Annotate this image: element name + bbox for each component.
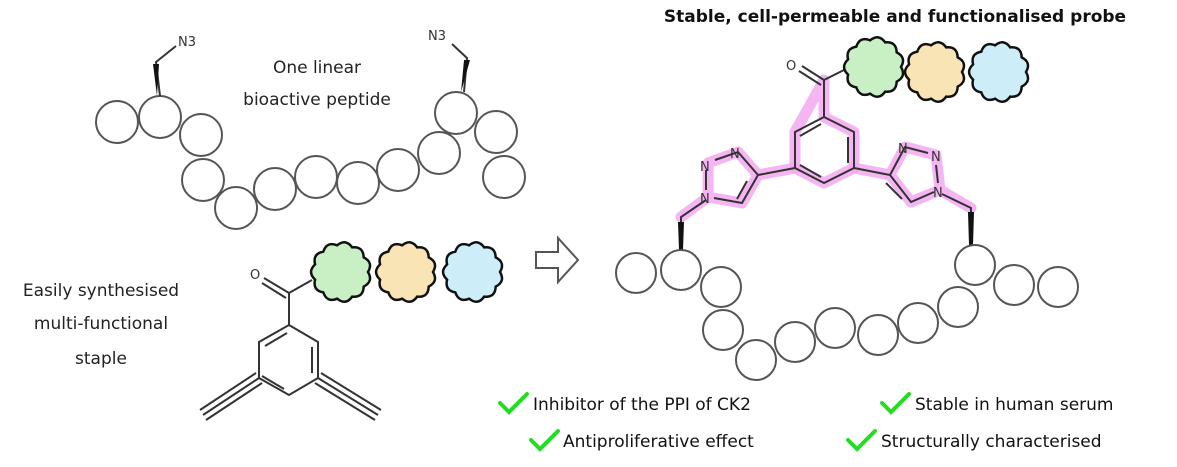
checklist-text: Stable in human serum — [915, 395, 1114, 415]
amino-acid-residue — [857, 314, 899, 356]
triazole-left-n2: N — [700, 160, 710, 175]
amino-acid-residue — [482, 155, 526, 199]
amino-acid-residue — [700, 266, 742, 308]
checklist: Inhibitor of the PPI of CK2 Stable in hu… — [498, 392, 1114, 452]
azide-label-left: N3 — [178, 35, 196, 50]
triazole-right-n1: N — [933, 186, 943, 201]
probe-functional-cargo — [842, 36, 1030, 103]
amino-acid-residue — [95, 100, 139, 144]
amino-acid-residue — [702, 309, 744, 351]
checklist-item: Stable in human serum — [880, 392, 1114, 415]
amino-acid-residue — [474, 110, 518, 154]
check-icon — [846, 429, 877, 452]
staple-functional-cargo — [309, 241, 504, 303]
amino-acid-residue — [993, 264, 1035, 306]
peptide-label-line1: One linear — [273, 58, 361, 78]
right-azide-arm: N3 — [428, 29, 470, 93]
check-icon — [529, 429, 560, 452]
functional-module-blob — [374, 241, 437, 303]
linear-peptide — [95, 91, 526, 230]
functional-module-blob — [441, 241, 504, 303]
amino-acid-residue — [336, 161, 380, 205]
amino-acid-residue — [179, 113, 223, 157]
amino-acid-residue — [214, 186, 258, 230]
reaction-arrow-icon — [535, 235, 580, 285]
triazole-left-n3: N — [730, 147, 740, 162]
checklist-text: Inhibitor of the PPI of CK2 — [533, 395, 751, 415]
amino-acid-residue — [1037, 266, 1079, 308]
amino-acid-residue — [660, 249, 702, 291]
checklist-item: Antiproliferative effect — [529, 429, 754, 452]
amino-acid-residue — [417, 131, 461, 175]
amino-acid-residue — [897, 302, 939, 344]
amino-acid-residue — [954, 244, 996, 286]
staple-label-line2: multi-functional — [34, 314, 168, 334]
amino-acid-residue — [615, 252, 657, 294]
checklist-text: Structurally characterised — [881, 432, 1102, 452]
staple-oxygen-label: O — [250, 268, 260, 283]
amino-acid-residue — [181, 158, 225, 202]
triazole-right-n2: N — [931, 150, 941, 165]
peptide-label-line2: bioactive peptide — [243, 90, 391, 110]
checklist-item: Structurally characterised — [846, 429, 1102, 452]
amino-acid-residue — [253, 167, 297, 211]
functional-module-blob — [309, 241, 372, 303]
amino-acid-residue — [735, 339, 777, 381]
triazole-left-n1: N — [700, 192, 710, 207]
amino-acid-residue — [376, 148, 420, 192]
amino-acid-residue — [774, 321, 816, 363]
triazole-right-n3: N — [898, 142, 908, 157]
staple-label-line1: Easily synthesised — [23, 281, 179, 301]
checklist-item: Inhibitor of the PPI of CK2 — [498, 392, 751, 415]
amino-acid-residue — [814, 307, 856, 349]
amino-acid-residue — [434, 91, 478, 135]
azide-label-right: N3 — [428, 29, 446, 44]
amino-acid-residue — [294, 155, 338, 199]
check-icon — [880, 392, 911, 415]
stapled-peptide-core: O N N N N N N — [678, 59, 974, 250]
staple-label-line3: staple — [75, 349, 127, 369]
check-icon — [498, 392, 529, 415]
amino-acid-residue — [138, 95, 182, 139]
probe-oxygen-label: O — [786, 59, 796, 74]
functional-module-blob — [842, 36, 905, 98]
amino-acid-residue — [937, 286, 979, 328]
functional-module-blob — [967, 41, 1030, 103]
checklist-text: Antiproliferative effect — [563, 432, 754, 452]
functional-module-blob — [903, 41, 966, 103]
stapled-peptide — [615, 244, 1079, 381]
probe-title: Stable, cell-permeable and functionalise… — [664, 7, 1126, 27]
left-azide-arm: N3 — [153, 35, 196, 97]
staple-molecule: O — [199, 268, 382, 421]
